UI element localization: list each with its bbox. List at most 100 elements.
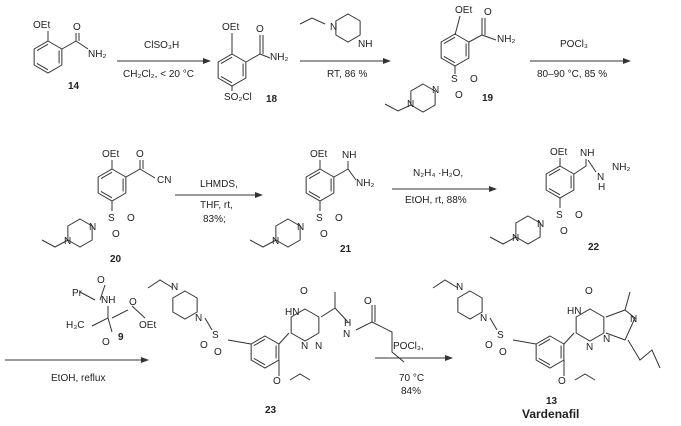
compound-number: 22 — [588, 242, 600, 253]
benzene-ring — [217, 53, 247, 87]
compound-number: 13 — [546, 396, 558, 407]
atom-label: N — [301, 341, 308, 352]
atom-label: OEt — [455, 5, 472, 16]
bond — [468, 18, 483, 43]
bond — [289, 373, 311, 381]
atom-label: O — [273, 376, 281, 387]
atom-label: N — [480, 313, 487, 324]
bond — [139, 168, 156, 179]
bond — [91, 306, 109, 327]
atom-label: N — [315, 341, 322, 352]
compound-9: Pr O NH H₃C O O OEt 9 — [66, 275, 156, 348]
atom-label: O — [560, 226, 568, 237]
condition-text: EtOH, rt, 88% — [405, 195, 467, 206]
atom-label: H — [344, 318, 351, 329]
atom-label: O — [484, 7, 492, 18]
condition-text: 70 °C — [399, 373, 424, 384]
aromatic-bond — [548, 187, 561, 196]
triazinone-ring — [290, 308, 320, 342]
aromatic-bond — [308, 171, 321, 180]
atom-label: N — [537, 219, 544, 230]
bond — [489, 236, 517, 245]
bond — [489, 317, 498, 331]
atom-label: O — [127, 213, 135, 224]
bond — [574, 373, 596, 381]
aromatic-bond — [443, 36, 456, 45]
reagent-text: LHMDS, — [200, 179, 238, 190]
aromatic-bond — [538, 338, 551, 347]
reagent-text: POCl₃, — [393, 341, 424, 352]
atom-label: S — [316, 213, 323, 224]
bonds — [41, 15, 661, 381]
compound-name: Vardenafil — [522, 407, 579, 421]
compound-14: OEt O NH₂ 14 — [33, 20, 106, 92]
atom-label: O — [256, 24, 264, 35]
compound-23: N N S O O O O HN N N H N O 23 — [171, 282, 372, 416]
atom-label: H₃C — [66, 320, 85, 331]
atom-label: N — [512, 233, 519, 244]
bond — [573, 159, 587, 175]
atom-label: OEt — [139, 320, 156, 331]
atom-label: CN — [157, 175, 171, 186]
condition-text: 84% — [401, 386, 421, 397]
atom-label: O — [102, 337, 110, 348]
bond — [79, 291, 96, 301]
atom-label: OEt — [222, 22, 239, 33]
atom-label: NH — [580, 148, 594, 159]
aromatic-bond — [36, 62, 49, 71]
atom-label: NH₂ — [88, 49, 106, 60]
atom-label: OEt — [33, 20, 50, 31]
atom-label: N — [597, 172, 604, 183]
bond — [512, 339, 537, 345]
bond — [111, 309, 129, 319]
compound-18: OEt O NH₂ SO₂Cl 18 — [222, 22, 288, 105]
compound-13: N N S O O O O HN N N N 13 Vardenafil — [456, 282, 637, 421]
atom-label: NH₂ — [270, 52, 288, 63]
compound-21: OEt NH NH₂ S O O N N 21 — [272, 149, 374, 255]
aromatic-bond — [36, 43, 49, 52]
atom-label: O — [73, 22, 81, 33]
bond — [147, 279, 174, 289]
atom-label: N — [171, 282, 178, 293]
atom-label: N — [64, 236, 71, 247]
condition-text: 83%; — [203, 214, 226, 225]
bond — [347, 168, 357, 181]
piperazine-ring — [457, 290, 483, 320]
bond — [245, 35, 261, 63]
aromatic-bond — [220, 75, 233, 84]
atom-label: S — [212, 330, 219, 341]
bond — [61, 33, 77, 50]
piperazine-ring — [172, 290, 198, 320]
compound-number: 19 — [482, 93, 494, 104]
compound-number: 18 — [266, 94, 278, 105]
compound-number: 14 — [68, 81, 80, 92]
bond — [624, 291, 631, 311]
atom-label: N — [630, 314, 637, 325]
atom-label: O — [455, 90, 463, 101]
atom-label: O — [485, 340, 493, 351]
atom-label: O — [300, 286, 308, 297]
bond — [278, 332, 290, 345]
atom-label: O — [97, 275, 105, 286]
bond — [481, 34, 497, 41]
condition-text: EtOH, reflux — [51, 373, 105, 384]
aromatic-bond — [308, 190, 321, 199]
atom-label: O — [214, 347, 222, 358]
atom-label: S — [556, 210, 563, 221]
atom-label: O — [470, 74, 478, 85]
atom-label: S — [497, 330, 504, 341]
piperazine-ring — [275, 218, 301, 248]
atom-label: N — [586, 342, 593, 353]
atom-label: O — [585, 286, 593, 297]
benzene-ring — [97, 168, 127, 202]
atom-label: O — [200, 340, 208, 351]
compound-20: OEt O CN S O O N N 20 — [64, 149, 171, 265]
compound-number: 21 — [340, 244, 352, 255]
atom-label: HN — [285, 307, 299, 318]
benzene-ring — [440, 33, 470, 67]
bond — [299, 17, 326, 25]
atom-label: S — [108, 213, 115, 224]
atom-label: N — [297, 222, 304, 233]
aromatic-bond — [100, 190, 113, 199]
bond — [125, 160, 141, 178]
